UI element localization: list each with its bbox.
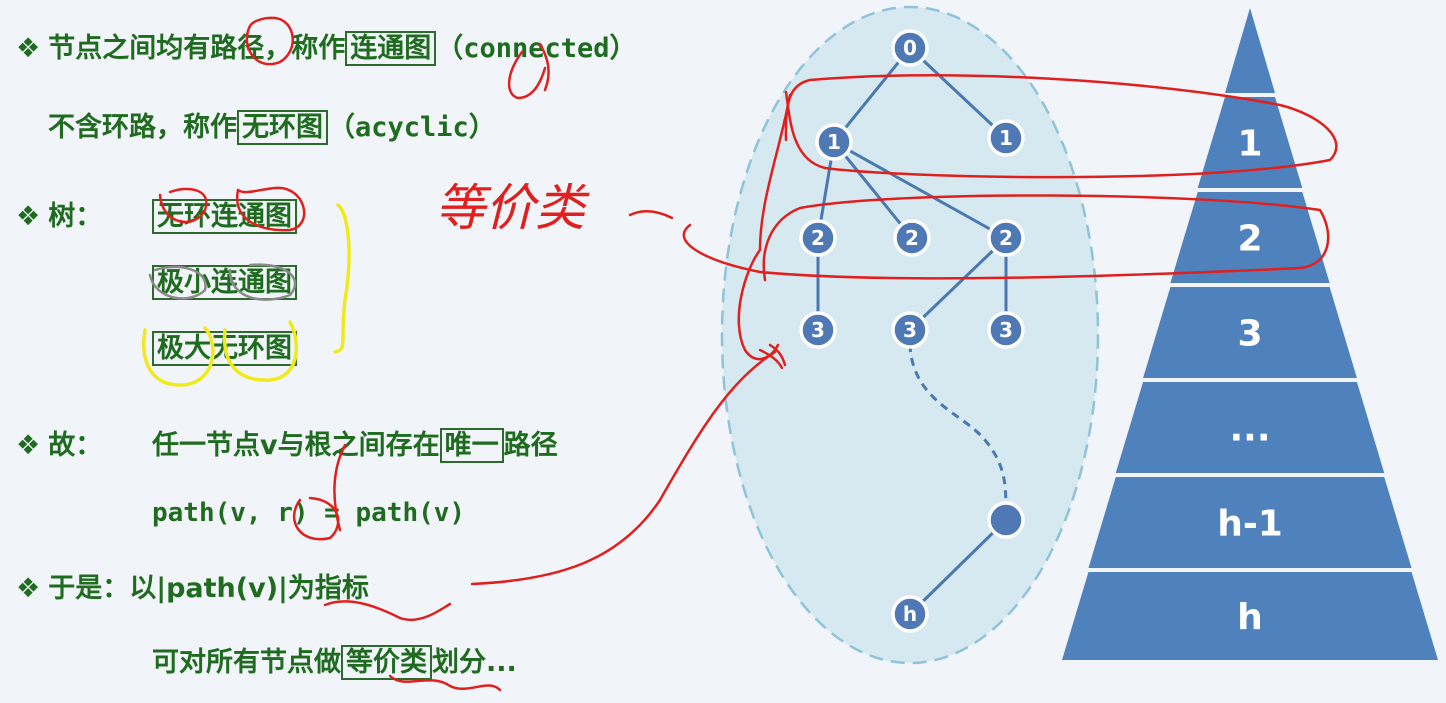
unique-path-line: 任一节点v与根之间存在唯一路径 [152, 428, 558, 463]
partition-line: 可对所有节点做等价类划分... [152, 645, 517, 680]
depth-pyramid: 1 2 3... h-1 h [1062, 8, 1438, 660]
pyramid-level [1224, 8, 1276, 93]
tree-node: h [891, 595, 929, 633]
bullet-icon: ❖ [16, 201, 41, 232]
pyramid-level-label: h [1237, 597, 1263, 638]
bullet-icon: ❖ [16, 573, 41, 604]
tree-node-label: 2 [905, 226, 919, 250]
tree-node: 2 [987, 219, 1025, 257]
pyramid-level-label: 2 [1237, 219, 1262, 260]
handwritten-note: 等价类 [435, 179, 590, 237]
tree-node-label: h [903, 602, 917, 626]
pyramid-level-label: 3 [1237, 314, 1262, 355]
bullet-icon: ❖ [16, 430, 41, 461]
pyramid-level [1088, 477, 1412, 568]
tree-node [987, 501, 1025, 539]
pyramid-level [1062, 572, 1438, 660]
tree-node-label: 0 [903, 36, 917, 60]
tree-def-1: 无环连通图 [152, 199, 297, 234]
tree-node: 2 [799, 219, 837, 257]
tree-node-label: 3 [999, 318, 1013, 342]
pyramid-level [1197, 97, 1303, 188]
tree-node-label: 3 [903, 318, 917, 342]
pyramid-level-label: h-1 [1217, 504, 1283, 545]
tree-node: 3 [891, 311, 929, 349]
tree-node-label: 3 [811, 318, 825, 342]
yellow-annotations [142, 203, 351, 387]
pyramid-level-label: 1 [1237, 124, 1262, 165]
boxed-term-equivalence: 等价类 [341, 645, 432, 680]
tree-node: 1 [987, 119, 1025, 157]
tree-label: ❖树： [16, 201, 103, 232]
line-connected: ❖节点之间均有路径，称作连通图（connected） [16, 31, 637, 66]
tree-node-label: 1 [999, 126, 1013, 150]
red-annotations [148, 16, 1338, 692]
bullet-icon: ❖ [16, 33, 41, 64]
tree-node: 3 [987, 311, 1025, 349]
boxed-term-connected: 连通图 [345, 31, 437, 66]
tree-node-label: 1 [827, 130, 841, 154]
tree-nodes: 0 1 1 2 2 2 3 3 3 h [799, 29, 1025, 633]
pyramid-level-label: ... [1229, 409, 1270, 450]
boxed-term-acyclic: 无环图 [237, 110, 328, 145]
tree-node-label: 2 [999, 226, 1013, 250]
pyramid-level [1115, 382, 1385, 473]
tree-node-label: 2 [811, 226, 825, 250]
tree-node: 0 [891, 29, 929, 67]
path-equation: path(v, r) = path(v) [152, 498, 466, 528]
tree-node: 1 [815, 123, 853, 161]
line-acyclic: 不含环路，称作无环图（acyclic） [48, 110, 496, 145]
boxed-term-unique: 唯一 [439, 428, 504, 463]
so-label: ❖故： [16, 430, 103, 461]
pyramid-level [1143, 287, 1357, 378]
then-line: ❖于是：以|path(v)|为指标 [16, 573, 369, 604]
tree-node: 3 [799, 311, 837, 349]
tree-node: 2 [893, 219, 931, 257]
pyramid-level [1170, 192, 1330, 283]
tree-def-2: 极小连通图 [152, 265, 297, 300]
